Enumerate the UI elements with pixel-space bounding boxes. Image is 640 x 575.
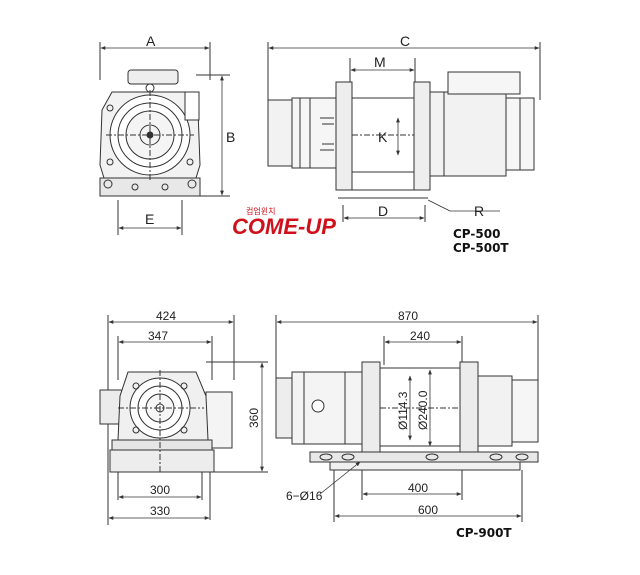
dim-label-m: M [374, 54, 386, 70]
dim-360: 360 [247, 408, 261, 428]
dim-600: 600 [418, 503, 438, 517]
dim-label-e: E [145, 211, 154, 227]
top-side-dimensions [268, 46, 540, 220]
bottom-front-view [99, 315, 268, 525]
dim-300: 300 [150, 483, 170, 497]
model-label-cp500: CP-500 [453, 227, 500, 241]
model-label-cp900t: CP-900T [456, 526, 512, 540]
dim-label-b: B [226, 129, 235, 145]
dim-424: 424 [156, 309, 176, 323]
dim-holes: 6−Ø16 [286, 489, 323, 503]
dim-label-c: C [400, 33, 410, 49]
dim-870: 870 [398, 309, 418, 323]
top-front-dimensions [100, 46, 224, 230]
dim-label-k: K [378, 129, 388, 145]
dim-label-d: D [378, 203, 388, 219]
bottom-side-dimensions [276, 320, 538, 518]
dim-dia-240: Ø240.0 [416, 390, 430, 430]
logo-brand-text: COME-UP [232, 214, 336, 239]
come-up-logo: 컴업윈치 COME-UP [232, 207, 336, 239]
dim-dia-114: Ø114.3 [396, 391, 410, 430]
model-label-cp500t: CP-500T [453, 241, 509, 255]
dim-label-a: A [146, 33, 156, 49]
logo-korean-text: 컴업윈치 [246, 207, 275, 216]
top-side-view [267, 42, 541, 222]
dim-240: 240 [410, 329, 430, 343]
dim-label-r: R [474, 203, 484, 219]
bottom-side-view [275, 315, 539, 522]
top-front-view [99, 42, 230, 235]
dim-400: 400 [408, 481, 428, 495]
bottom-front-dimensions [108, 320, 264, 520]
dim-347: 347 [148, 329, 168, 343]
dim-330: 330 [150, 504, 170, 518]
